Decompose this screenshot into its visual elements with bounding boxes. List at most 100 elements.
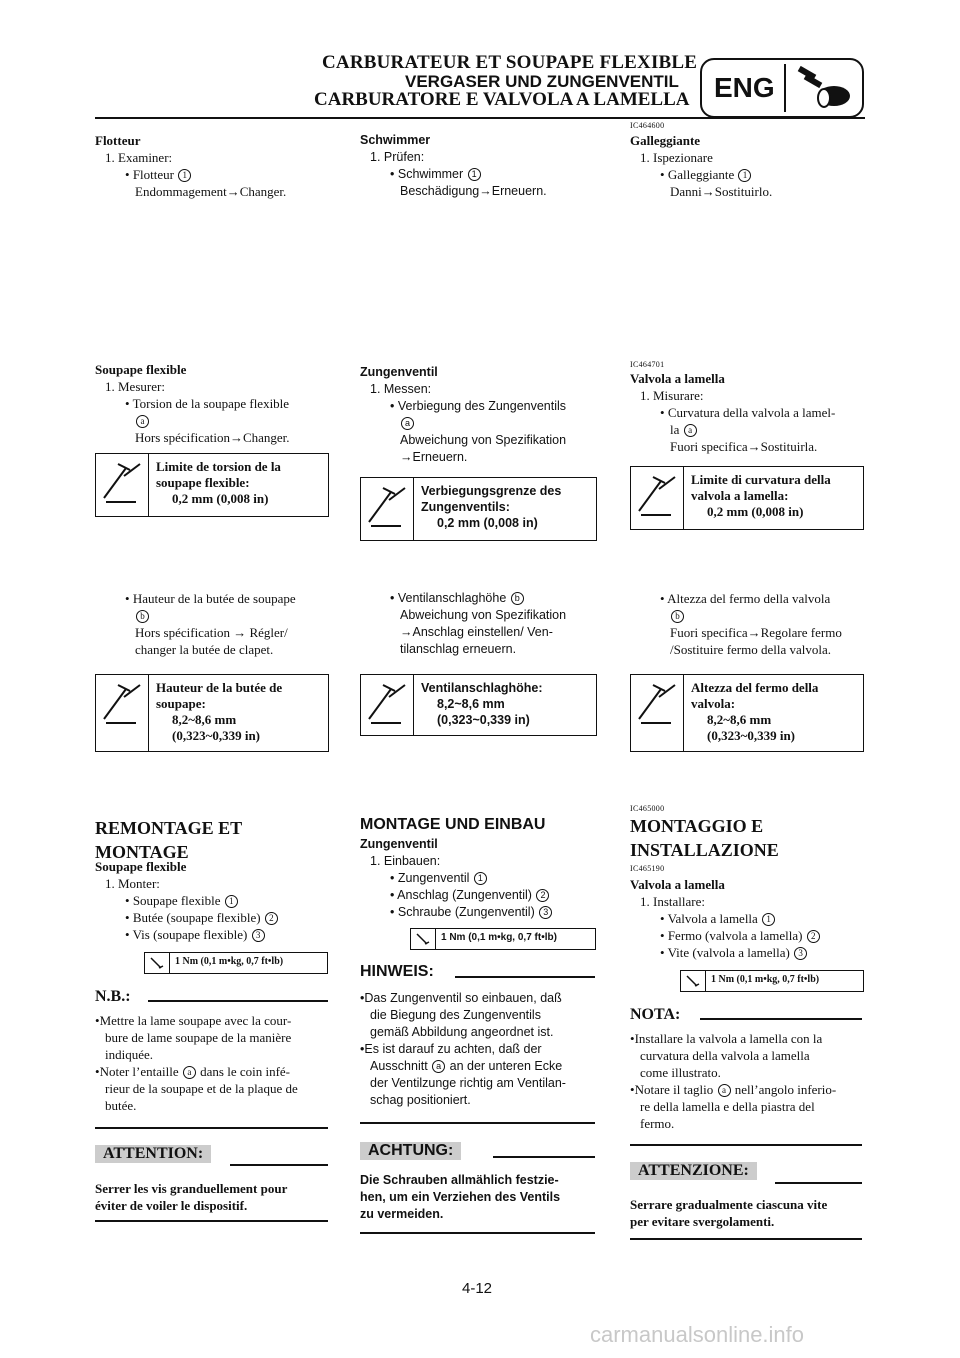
it-spec1-l3: 0,2 mm (0,008 in) xyxy=(707,504,804,519)
de-caution-text: Die Schrauben allmählich festzie- hen, u… xyxy=(360,1172,600,1223)
fr-note-end-rule xyxy=(95,1127,328,1129)
it-note2b-text: nell’angolo inferio- xyxy=(734,1082,837,1097)
it-note2a: •Notare il taglio a nell’angolo inferio- xyxy=(630,1082,837,1097)
it-assembly-l2: INSTALLAZIONE xyxy=(630,840,779,860)
mark-a: a xyxy=(683,424,697,437)
it-item-3-label: Vite (valvola a lamella) xyxy=(667,945,790,960)
de-item-3: • Schraube (Zungenventil) 3 xyxy=(360,904,600,921)
de-notes: •Das Zungenventil so einbauen, daß die B… xyxy=(360,990,600,1109)
fr-item-3-label: Vis (soupape flexible) xyxy=(132,927,248,942)
badge-divider xyxy=(784,64,786,112)
it-caution-label: ATTENZIONE: xyxy=(630,1162,757,1180)
fr-spec2-l1: Hauteur de la butée de xyxy=(156,680,283,695)
de-note-end-rule xyxy=(360,1122,595,1124)
de-spec-bend: Verbiegungsgrenze des Zungenventils: 0,2… xyxy=(360,477,597,541)
it-install: 1. Installare: xyxy=(640,894,705,909)
de-caution-end-rule xyxy=(360,1232,595,1234)
de-out-spec4: →Anschlag einstellen/ Ven- xyxy=(400,625,553,639)
engine-icon xyxy=(797,65,850,108)
fr-reed-section: Soupape flexible 1. Mesurer: • Torsion d… xyxy=(95,361,330,446)
fr-measure: 1. Mesurer: xyxy=(105,379,165,394)
it-note1b: curvatura della valvola a lamella xyxy=(640,1048,810,1063)
fr-out-spec3: changer la butée de clapet. xyxy=(135,642,274,657)
de-caution-label: ACHTUNG: xyxy=(360,1142,462,1160)
de-torque-box: 1 Nm (0,1 m•kg, 0,7 ft•lb) xyxy=(410,928,596,950)
it-install-section: Valvola a lamella 1. Installare: • Valvo… xyxy=(630,876,870,961)
fr-torque: 1 Nm (0,1 m•kg, 0,7 ft•lb) xyxy=(175,956,284,967)
torque-wrench-icon xyxy=(681,971,706,991)
fr-reassembly-l2: MONTAGE xyxy=(95,842,189,862)
it-assembly-l1: MONTAGGIO E xyxy=(630,816,764,836)
fr-reed-title2: Soupape flexible xyxy=(95,859,187,874)
fr-float-title: Flotteur xyxy=(95,133,141,148)
fr-spec2-l4: (0,323~0,339 in) xyxy=(172,728,261,743)
de-caution-rule xyxy=(493,1156,595,1158)
code-3: IC465000 xyxy=(630,804,665,813)
num-1: 1 xyxy=(467,168,481,181)
it-float-title: Galleggiante xyxy=(630,133,701,148)
it-note-rule xyxy=(700,1018,862,1020)
fr-caution-l2: éviter de voiler le dispositif. xyxy=(95,1198,248,1213)
it-bend: • Curvatura della valvola a lamel- xyxy=(660,405,836,420)
it-item-2-label: Fermo (valvola a lamella) xyxy=(667,928,803,943)
it-damage: Danni→Sostituirlo. xyxy=(670,184,773,199)
wrench-icon xyxy=(361,478,414,540)
it-float-item-label: Galleggiante xyxy=(667,167,735,182)
de-note2d: der Ventilzunge richtig am Ventilan- xyxy=(370,1076,566,1090)
fr-note1a-text: Mettre la lame soupape avec la cour- xyxy=(99,1013,292,1028)
de-note-rule xyxy=(455,976,595,978)
fr-note2b-text: dans le coin infé- xyxy=(200,1064,291,1079)
it-notes: •Installare la valvola a lamella con la … xyxy=(630,1030,870,1132)
it-float-section: Galleggiante 1. Ispezionare • Galleggian… xyxy=(630,132,870,200)
torque-wrench-icon xyxy=(411,929,436,949)
de-float-title: Schwimmer xyxy=(360,133,431,147)
mark-b: b xyxy=(136,610,149,623)
fr-spec-bend: Limite de torsion de la soupape flexible… xyxy=(95,453,329,517)
it-spec-stopper: Altezza del fermo della valvola: 8,2~8,6… xyxy=(630,674,864,752)
fr-caution-l1: Serrer les vis granduellement pour xyxy=(95,1181,288,1196)
code-4: IC465190 xyxy=(630,864,665,873)
it-caution-text: Serrare gradualmente ciascuna vite per e… xyxy=(630,1196,870,1230)
de-damage: Beschädigung→Erneuern. xyxy=(400,184,547,198)
it-mark-b: b xyxy=(630,607,870,624)
mark-b: b xyxy=(671,610,684,623)
torque-wrench-icon xyxy=(145,953,170,973)
header-title-fr: CARBURATEUR ET SOUPAPE FLEXIBLE xyxy=(322,52,698,73)
fr-caution-end-rule xyxy=(95,1220,328,1222)
fr-reassembly-title: REMONTAGE ET MONTAGE xyxy=(95,816,242,864)
it-spec2-l2: valvola: xyxy=(691,696,736,711)
de-note1a-text: Das Zungenventil so einbauen, daß xyxy=(364,991,562,1005)
fr-note2a: •Noter l’entaille a dans le coin infé- xyxy=(95,1064,291,1079)
de-note2e: schag positioniert. xyxy=(370,1093,471,1107)
mark-a: a xyxy=(182,1066,196,1079)
it-reed-section: Valvola a lamella 1. Misurare: • Curvatu… xyxy=(630,370,870,455)
it-spec1-l1: Limite di curvatura della xyxy=(691,472,831,487)
de-note1c: gemäß Abbildung angeordnet ist. xyxy=(370,1025,554,1039)
num-2: 2 xyxy=(264,912,278,925)
fr-stopper-label: Hauteur de la butée de soupape xyxy=(132,591,296,606)
code-2: IC464701 xyxy=(630,360,665,369)
fr-note-rule xyxy=(148,1000,328,1002)
fr-examine: 1. Examiner: xyxy=(105,150,173,165)
num-1: 1 xyxy=(178,169,192,182)
de-measure: 1. Messen: xyxy=(370,382,432,396)
fr-item-2: • Butée (soupape flexible) 2 xyxy=(95,909,330,926)
num-2: 2 xyxy=(536,889,550,902)
de-item-2-label: Anschlag (Zungenventil) xyxy=(397,888,532,902)
fr-float-section: Flotteur 1. Examiner: • Flotteur 1 Endom… xyxy=(95,132,330,200)
it-float-item: • Galleggiante 1 xyxy=(630,166,870,183)
it-item-2: • Fermo (valvola a lamella) 2 xyxy=(630,927,870,944)
de-note-head: HINWEIS: xyxy=(360,963,434,980)
it-stopper-label: Altezza del fermo della valvola xyxy=(667,591,831,606)
fr-stopper-section: • Hauteur de la butée de soupape b Hors … xyxy=(95,590,330,658)
de-caution-l1: Die Schrauben allmählich festzie- xyxy=(360,1173,559,1187)
de-note2b-text: Ausschnitt xyxy=(370,1059,428,1073)
it-note2d: fermo. xyxy=(640,1116,675,1131)
de-out-spec1: Abweichung von Spezifikation xyxy=(400,433,567,447)
header-rule xyxy=(95,117,865,119)
num-1: 1 xyxy=(762,913,776,926)
it-out-spec2: Fuori specifica→Regolare fermo xyxy=(670,625,842,640)
header-title-de: VERGASER UND ZUNGENVENTIL xyxy=(405,72,679,91)
section-badge: ENG xyxy=(700,58,864,118)
de-caution-head: ACHTUNG: xyxy=(360,1142,462,1160)
